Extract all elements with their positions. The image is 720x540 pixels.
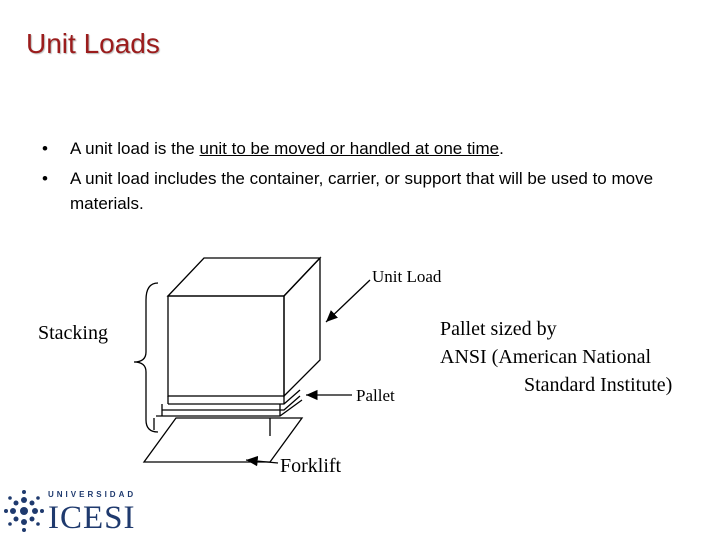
bullet-text-end: . bbox=[499, 139, 504, 158]
bullet-item: A unit load includes the container, carr… bbox=[42, 166, 682, 216]
unit-load-label: Unit Load bbox=[372, 267, 442, 286]
bullet-text-underlined: unit to be moved or handled at one time bbox=[199, 139, 500, 158]
unit-load-box bbox=[166, 256, 322, 398]
forklift-arrow bbox=[245, 455, 279, 467]
fork-plate bbox=[142, 417, 304, 463]
logo-subtitle: UNIVERSIDAD bbox=[48, 490, 137, 499]
unit-load-arrow bbox=[325, 279, 371, 323]
bullet-text-start: A unit load is the bbox=[70, 139, 200, 158]
university-logo: UNIVERSIDAD ICESI bbox=[4, 488, 144, 536]
slide-title: Unit Loads bbox=[26, 28, 160, 59]
stacking-brace bbox=[133, 282, 159, 433]
stacking-label: Stacking bbox=[38, 322, 108, 344]
bullet-list: A unit load is the unit to be moved or h… bbox=[42, 136, 682, 221]
note-line: Pallet sized by bbox=[440, 318, 557, 340]
forklift-label: Forklift bbox=[280, 455, 342, 477]
bullet-item: A unit load is the unit to be moved or h… bbox=[42, 136, 682, 161]
note-line: Standard Institute) bbox=[524, 374, 673, 396]
box-front-face bbox=[167, 295, 285, 397]
pallet-size-note: Pallet sized by ANSI (American National … bbox=[440, 315, 672, 399]
pallet-label: Pallet bbox=[356, 386, 395, 405]
box-side-face bbox=[283, 256, 321, 398]
logo-wordmark: ICESI bbox=[48, 500, 136, 536]
note-line: ANSI (American National bbox=[440, 346, 652, 368]
bullet-text: A unit load includes the container, carr… bbox=[70, 169, 654, 213]
pallet bbox=[156, 389, 303, 417]
forklift-forks bbox=[142, 417, 304, 463]
logo-emblem-icon bbox=[4, 490, 44, 532]
box-top-face bbox=[166, 257, 322, 297]
